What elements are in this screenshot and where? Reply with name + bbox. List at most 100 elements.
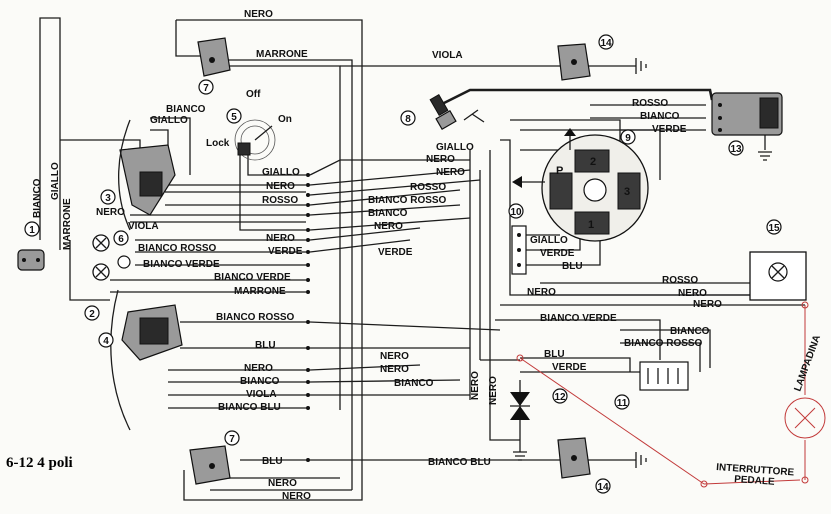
- ht-cable: [443, 88, 714, 105]
- ignition-coil-13: [711, 92, 783, 136]
- label-viola-c: VIOLA: [246, 389, 277, 400]
- label-bianco-vert: BIANCO: [32, 178, 43, 218]
- label-giallo-r: GIALLO: [530, 235, 568, 246]
- label-bianco-blu-bot: BIANCO BLU: [428, 457, 491, 468]
- num-2: 2: [89, 309, 95, 320]
- label-rosso-r: ROSSO: [632, 98, 668, 109]
- label-rosso-r2: ROSSO: [662, 275, 698, 286]
- label-interruttore: INTERRUTTORE: [716, 462, 795, 478]
- num-14-top: 14: [600, 38, 612, 49]
- switch-7-bottom: [189, 445, 231, 485]
- label-viola-top: VIOLA: [432, 50, 463, 61]
- label-nero-m3: NERO: [374, 221, 403, 232]
- label-bianco-c: BIANCO: [240, 376, 280, 387]
- num-10: 10: [510, 207, 522, 218]
- label-nero-m2: NERO: [436, 167, 465, 178]
- label-bianco-r2: BIANCO: [670, 326, 710, 337]
- num-7-bottom: 7: [229, 434, 235, 445]
- wiring-lines: [39, 17, 805, 501]
- label-bianco-rosso-m: BIANCO ROSSO: [368, 195, 447, 206]
- label-giallo-left: GIALLO: [150, 115, 188, 126]
- added-brake-light-wiring: [516, 301, 826, 488]
- label-giallo-m: GIALLO: [436, 142, 474, 153]
- wire-labels: NERO MARRONE VIOLA BIANCO GIALLO BIANCO …: [32, 9, 722, 502]
- label-verde-r2: VERDE: [540, 248, 575, 259]
- label-nero-m1: NERO: [426, 154, 455, 165]
- label-on: On: [278, 114, 292, 125]
- switch-14-top: [557, 43, 591, 81]
- switch-7-top: [197, 37, 231, 77]
- regulator-11: [639, 361, 689, 391]
- connector-10: [511, 225, 527, 275]
- label-blu-r2: BLU: [544, 349, 565, 360]
- num-1: 1: [29, 225, 35, 236]
- label-rosso-m: ROSSO: [410, 182, 446, 193]
- label-nero-m5: NERO: [380, 364, 409, 375]
- stator-label-3: 3: [624, 186, 630, 198]
- label-nero-vert-r2: NERO: [488, 376, 499, 405]
- label-nero-c2: NERO: [266, 233, 295, 244]
- label-bianco-left: BIANCO: [166, 104, 206, 115]
- stator-labels: P 2 3 1: [556, 156, 630, 231]
- diode-12: [510, 392, 530, 420]
- switch-3: [117, 119, 176, 231]
- num-7-top: 7: [203, 83, 209, 94]
- label-blu-bot: BLU: [262, 456, 283, 467]
- label-nero-r3: NERO: [693, 299, 722, 310]
- label-off: Off: [246, 89, 261, 100]
- label-blu-c: BLU: [255, 340, 276, 351]
- label-marrone-top: MARRONE: [256, 49, 308, 60]
- label-nero-l: NERO: [96, 207, 125, 218]
- label-nero-c3: NERO: [244, 363, 273, 374]
- num-6: 6: [118, 234, 124, 245]
- label-bianco-blu-c: BIANCO BLU: [218, 402, 281, 413]
- label-bianco-rosso-c: BIANCO ROSSO: [216, 312, 295, 323]
- connector-1: [17, 249, 45, 271]
- label-viola-l: VIOLA: [128, 221, 159, 232]
- label-nero-c: NERO: [266, 181, 295, 192]
- num-14-bottom: 14: [597, 482, 609, 493]
- label-verde-r: VERDE: [652, 124, 687, 135]
- component-number-markers: 1 2 3 4 5 6 7 7 8 9 10 11 12 13 14 14 15: [24, 34, 782, 494]
- rear-light-15: [749, 251, 807, 301]
- label-nero-top: NERO: [244, 9, 273, 20]
- label-nero-r2: NERO: [678, 288, 707, 299]
- label-verde-m: VERDE: [378, 247, 413, 258]
- label-bianco-verde-l: BIANCO VERDE: [143, 259, 220, 270]
- num-12: 12: [554, 392, 566, 403]
- stator-9: [512, 128, 649, 242]
- label-lock: Lock: [206, 138, 230, 149]
- label-rosso-c: ROSSO: [262, 195, 298, 206]
- switch-4: [110, 289, 183, 431]
- num-13: 13: [730, 144, 742, 155]
- ignition-positions: Off On Lock: [206, 89, 292, 149]
- label-blu-r: BLU: [562, 261, 583, 272]
- label-nero-bot2: NERO: [282, 491, 311, 502]
- label-nero-r1: NERO: [527, 287, 556, 298]
- label-nero-vert-r: NERO: [470, 371, 481, 400]
- num-8: 8: [405, 114, 411, 125]
- stator-label-2: 2: [590, 156, 596, 168]
- label-bianco-verde-r: BIANCO VERDE: [540, 313, 617, 324]
- label-nero-bot1: NERO: [268, 478, 297, 489]
- label-marrone-vert: MARRONE: [62, 198, 73, 250]
- label-giallo-c: GIALLO: [262, 167, 300, 178]
- num-5: 5: [231, 112, 237, 123]
- junction-block: [306, 173, 310, 462]
- label-verde-r3: VERDE: [552, 362, 587, 373]
- label-lampadina: LAMPADINA: [792, 334, 823, 393]
- num-15: 15: [768, 223, 780, 234]
- label-bianco-verde-c: BIANCO VERDE: [214, 272, 291, 283]
- num-4: 4: [103, 336, 109, 347]
- label-nero-m4: NERO: [380, 351, 409, 362]
- num-3: 3: [105, 193, 111, 204]
- switch-14-bottom: [557, 437, 591, 479]
- label-bianco-rosso-r: BIANCO ROSSO: [624, 338, 703, 349]
- ignition-switch-5: [234, 119, 276, 161]
- added-labels: LAMPADINA INTERRUTTORE PEDALE: [716, 334, 823, 488]
- label-verde-c: VERDE: [268, 246, 303, 257]
- label-bianco-rosso-l: BIANCO ROSSO: [138, 243, 217, 254]
- label-bianco-r: BIANCO: [640, 111, 680, 122]
- label-bianco-m: BIANCO: [368, 208, 408, 219]
